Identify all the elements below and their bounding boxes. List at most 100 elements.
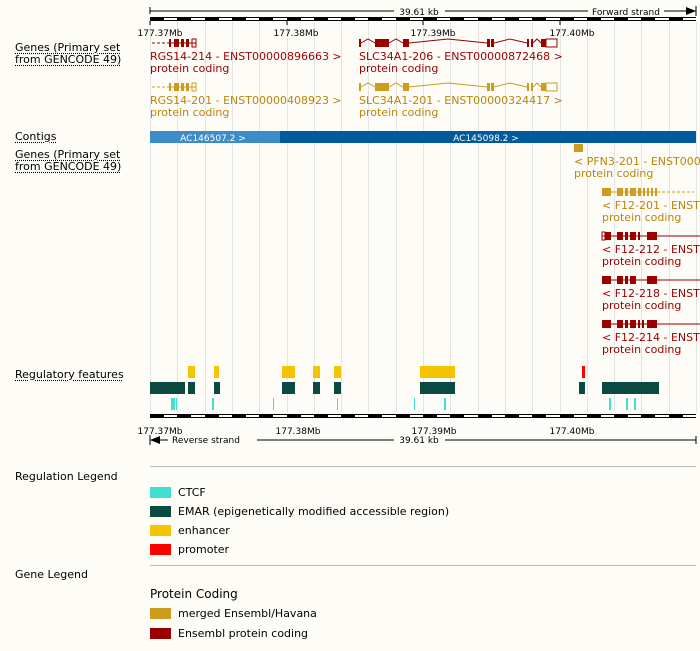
transcript-slc34a1-206-name: SLC34A1-206 - ENST00000872468 > [359, 50, 563, 63]
emar-feature [188, 382, 195, 394]
transcript-slc34a1-201-name: SLC34A1-201 - ENST00000324417 > [359, 94, 563, 107]
reverse-strand-label: Reverse strand [172, 436, 240, 446]
transcript-f12-212[interactable]: < F12-212 - ENST0 protein coding [601, 231, 700, 268]
enhancer-feature [313, 366, 320, 378]
legend-swatch [150, 627, 171, 639]
regulation-legend-title: Regulation Legend [15, 470, 118, 483]
enhancer-feature [282, 366, 295, 378]
legend-label: Ensembl protein coding [178, 626, 309, 640]
enhancer-feature [420, 366, 455, 378]
legend-item-merged: merged Ensembl/Havana [150, 606, 317, 620]
contig-bar[interactable]: AC146507.2 > AC145098.2 > [150, 131, 696, 144]
transcript-f12-201[interactable]: < F12-201 - ENST0 protein coding [602, 188, 700, 224]
emar-feature [150, 382, 185, 394]
tick-label: 177.40Mb [550, 427, 595, 437]
legend-label: EMAR (epigenetically modified accessible… [178, 504, 450, 518]
transcript-rgs14-214-name: RGS14-214 - ENST00000896663 > [150, 50, 342, 63]
track-label-contigs[interactable]: Contigs [15, 130, 57, 143]
ctcf-feature [414, 398, 415, 410]
legend-swatch [150, 505, 171, 517]
emar-feature [282, 382, 295, 394]
transcript-slc34a1-206-biotype: protein coding [359, 62, 438, 75]
forward-strand-label: Forward strand [592, 8, 660, 18]
emar-feature [579, 382, 585, 394]
legend-label: merged Ensembl/Havana [178, 606, 317, 620]
tick-label: 177.38Mb [274, 29, 319, 39]
legend-swatch [150, 607, 171, 619]
track-label-genes-forward[interactable]: Genes (Primary set from GENCODE 49) [15, 41, 122, 66]
ctcf-feature [171, 398, 175, 410]
contig-left-label: AC146507.2 > [180, 134, 246, 144]
legend-label: promoter [178, 542, 230, 556]
legend-item-promoter: promoter [150, 542, 229, 556]
emar-feature [602, 382, 659, 394]
tick-label: 177.40Mb [550, 29, 595, 39]
transcript-rgs14-201[interactable]: RGS14-201 - ENST00000408923 > protein co… [150, 82, 342, 119]
transcript-f12-218-biotype: protein coding [602, 299, 681, 312]
enhancer-feature [334, 366, 341, 378]
genome-viewer[interactable]: 39.61 kb Forward strand 177.37Mb 177.38M… [0, 0, 700, 460]
transcript-slc34a1-201-biotype: protein coding [359, 106, 438, 119]
legend-swatch [150, 543, 171, 555]
divider [150, 466, 696, 467]
transcript-f12-212-biotype: protein coding [602, 255, 681, 268]
legend-swatch [150, 486, 171, 498]
ctcf-feature [337, 398, 338, 410]
enhancer-feature [188, 366, 195, 378]
legend-item-enhancer: enhancer [150, 523, 230, 537]
top-ruler: 39.61 kb Forward strand 177.37Mb 177.38M… [138, 6, 697, 39]
tick-label: 177.37Mb [138, 427, 183, 437]
transcript-f12-218-name: < F12-218 - ENST0 [602, 287, 700, 300]
legend-swatch [150, 524, 171, 536]
tick-label: 177.39Mb [411, 29, 456, 39]
transcript-pfn3-201-biotype: protein coding [574, 167, 653, 180]
tick-label: 177.37Mb [138, 29, 183, 39]
transcript-f12-218[interactable]: < F12-218 - ENST0 protein coding [602, 276, 700, 312]
ctcf-feature [444, 398, 446, 410]
enhancer-feature [214, 366, 219, 378]
track-label-regulatory[interactable]: Regulatory features [15, 368, 124, 381]
transcript-f12-201-biotype: protein coding [602, 211, 681, 224]
ctcf-feature [176, 398, 177, 410]
ctcf-feature [273, 398, 274, 410]
tick-label: 177.38Mb [276, 427, 321, 437]
transcript-f12-214-biotype: protein coding [602, 343, 681, 356]
contig-left [150, 131, 280, 143]
emar-feature [420, 382, 455, 394]
ctcf-feature [634, 398, 636, 410]
emar-feature [334, 382, 341, 394]
transcript-slc34a1-201[interactable]: SLC34A1-201 - ENST00000324417 > protein … [359, 82, 563, 119]
transcript-f12-214-name: < F12-214 - ENST0 [602, 331, 700, 344]
ctcf-feature [212, 398, 214, 410]
transcript-f12-214[interactable]: < F12-214 - ENST0 protein coding [602, 320, 700, 356]
ctcf-feature [609, 398, 611, 410]
transcript-slc34a1-206[interactable]: SLC34A1-206 - ENST00000872468 > protein … [359, 38, 563, 75]
transcript-f12-212-name: < F12-212 - ENST0 [602, 243, 700, 256]
transcript-rgs14-201-biotype: protein coding [150, 106, 229, 119]
track-label-genes-reverse[interactable]: Genes (Primary set from GENCODE 49) [15, 148, 122, 173]
tick-label: 177.39Mb [412, 427, 457, 437]
transcript-rgs14-214[interactable]: RGS14-214 - ENST00000896663 > protein co… [150, 38, 342, 75]
promoter-feature [582, 366, 585, 378]
transcript-pfn3-201-name: < PFN3-201 - ENST0000 [574, 155, 700, 168]
regulatory-features[interactable] [150, 366, 659, 410]
bottom-ruler: 177.37Mb 177.38Mb 177.39Mb 177.40Mb Reve… [138, 414, 697, 446]
top-ruler-span: 39.61 kb [399, 8, 439, 18]
ctcf-feature [626, 398, 628, 410]
legend-item-emar: EMAR (epigenetically modified accessible… [150, 504, 449, 518]
legend-item-ensembl: Ensembl protein coding [150, 626, 308, 640]
bottom-ruler-span: 39.61 kb [399, 436, 439, 446]
transcript-f12-201-name: < F12-201 - ENST0 [602, 199, 700, 212]
contig-right [280, 131, 696, 143]
contig-right-label: AC145098.2 > [453, 134, 519, 144]
legend-label: enhancer [178, 523, 230, 537]
gene-legend-title: Gene Legend [15, 568, 88, 581]
transcript-rgs14-214-biotype: protein coding [150, 62, 229, 75]
emar-feature [313, 382, 320, 394]
transcript-pfn3-201[interactable]: < PFN3-201 - ENST0000 protein coding [574, 144, 700, 180]
legend-item-ctcf: CTCF [150, 485, 206, 499]
emar-feature [214, 382, 220, 394]
legend-label: CTCF [178, 485, 206, 499]
transcript-rgs14-201-name: RGS14-201 - ENST00000408923 > [150, 94, 342, 107]
divider [150, 565, 696, 566]
